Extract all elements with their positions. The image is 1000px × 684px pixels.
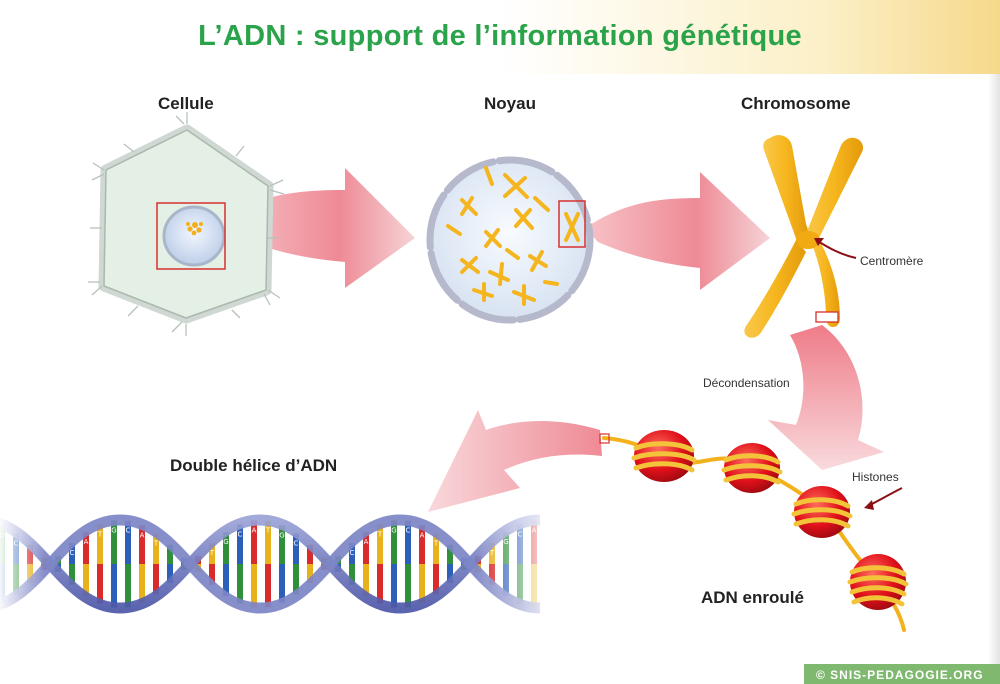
label-decondensation: Décondensation	[703, 376, 790, 390]
arrow-to-double-helix	[428, 410, 602, 512]
nucleosome-1	[634, 430, 694, 482]
label-histones: Histones	[852, 470, 899, 484]
nucleosome-4	[850, 554, 906, 610]
label-cellule: Cellule	[158, 94, 214, 114]
arrow-decondensation	[768, 325, 884, 470]
label-chromosome: Chromosome	[741, 94, 851, 114]
chromosome-zoom-box	[816, 312, 838, 322]
cell-illustration	[88, 112, 284, 336]
label-noyau: Noyau	[484, 94, 536, 114]
arrow-nucleus-to-chromosome	[585, 172, 770, 290]
footer-credit: © SNIS-PEDAGOGIE.ORG	[804, 664, 1000, 684]
double-helix-illustration: GCCATGCATTGCATGCCATGCATTGCA	[0, 505, 560, 625]
label-adn-enroule: ADN enroulé	[701, 588, 804, 608]
nucleosome-3	[794, 486, 850, 538]
nucleus-illustration	[430, 160, 590, 320]
label-double-helice: Double hélice d’ADN	[170, 456, 337, 476]
label-centromere: Centromère	[860, 254, 923, 268]
nucleosome-2	[724, 443, 780, 493]
